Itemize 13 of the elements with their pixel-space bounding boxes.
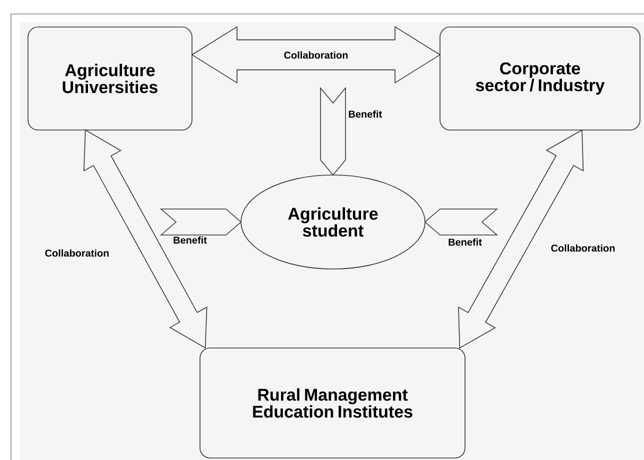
- edge-label: Benefit: [174, 236, 207, 244]
- rounded-box: Agriculture Universities: [28, 26, 192, 130]
- block-arrow: [320, 86, 346, 176]
- edge-label: Collaboration: [284, 51, 348, 59]
- block-arrow: [424, 208, 498, 236]
- oval-node: Agriculture student: [240, 174, 426, 270]
- edge-label: Collaboration: [551, 244, 615, 252]
- edge-label: Collaboration: [45, 249, 109, 257]
- block-arrow: [160, 208, 242, 236]
- edge-label: Benefit: [348, 110, 382, 118]
- rounded-box: Corporate sector / Industry: [440, 26, 640, 130]
- edge-label: Benefit: [448, 238, 482, 246]
- rounded-box: Rural Management Education Institutes: [200, 348, 466, 458]
